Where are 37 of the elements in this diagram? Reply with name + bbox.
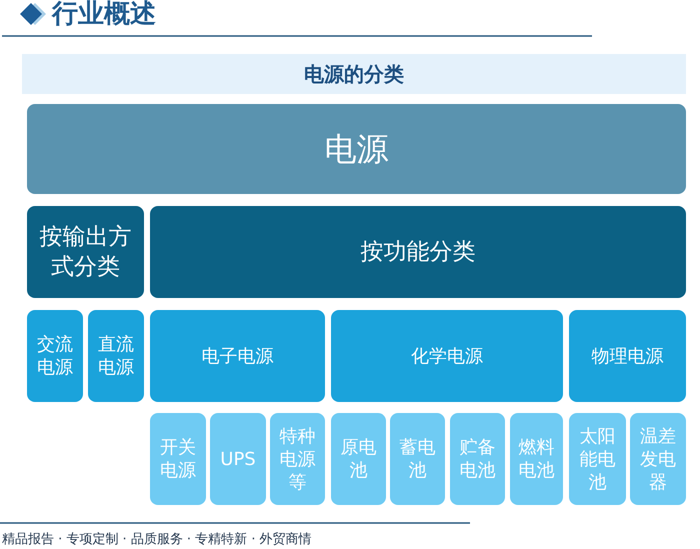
subcategory-box	[270, 413, 325, 505]
node-label: 开关电源	[159, 436, 197, 482]
node-label: UPS	[220, 448, 256, 470]
title-text: 电源的分类	[304, 60, 404, 88]
node-label: 按功能分类	[360, 238, 476, 267]
category-box	[569, 310, 686, 402]
node-label: 贮备电池	[458, 436, 496, 482]
subcategory-box	[210, 413, 266, 505]
section-heading: 行业概述	[52, 0, 156, 29]
footer-text: 精品报告 · 专项定制 · 品质服务 · 专精特新 · 外贸商情	[2, 531, 312, 548]
category-box	[150, 310, 325, 402]
node-label: 按输出方式分类	[38, 223, 132, 282]
root-box	[27, 104, 686, 194]
node-label: 温差发电器	[639, 424, 677, 494]
node-label: 太阳能电池	[578, 424, 616, 494]
node-label: 燃料电池	[518, 436, 556, 482]
subcategory-box	[331, 413, 386, 505]
subcategory-box	[630, 413, 686, 505]
subcategory-box	[390, 413, 445, 505]
node-label: 原电池	[340, 436, 378, 482]
subcategory-box	[569, 413, 626, 505]
node-label: 交流电源	[36, 333, 74, 379]
category-box	[150, 206, 686, 298]
subcategory-box	[450, 413, 505, 505]
subcategory-box	[510, 413, 563, 505]
node-label: 物理电源	[592, 344, 664, 368]
category-box	[88, 310, 144, 402]
node-label: 电源	[324, 129, 388, 169]
category-box	[27, 310, 83, 402]
node-label: 化学电源	[411, 344, 483, 368]
category-box	[27, 206, 144, 298]
node-label: 蓄电池	[398, 436, 436, 482]
node-label: 电子电源	[202, 344, 274, 368]
subcategory-box	[150, 413, 206, 505]
node-label: 直流电源	[97, 333, 135, 379]
node-label: 特种电源等	[278, 424, 316, 494]
category-box	[331, 310, 563, 402]
